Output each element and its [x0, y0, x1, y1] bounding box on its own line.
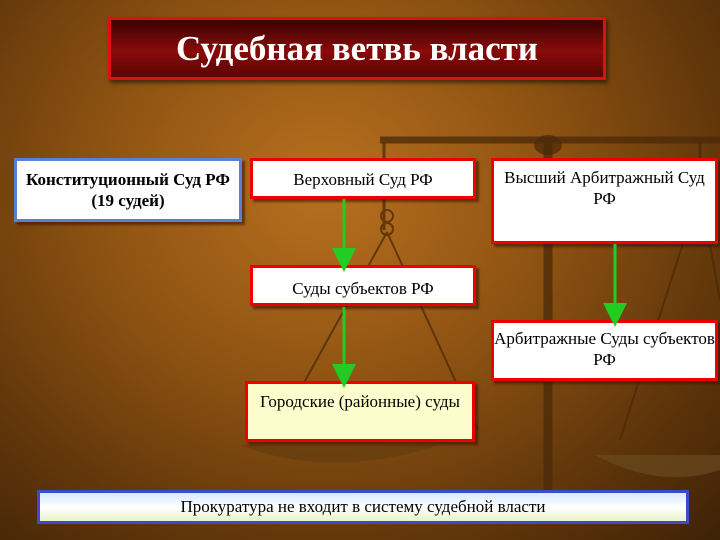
constitutional-court-box: Конституционный Суд РФ (19 судей) [14, 158, 242, 222]
page-title: Судебная ветвь власти [108, 17, 606, 80]
supreme-court-box: Верховный Суд РФ [250, 158, 476, 199]
subject-courts-box: Суды субъектов РФ [250, 265, 476, 306]
city-courts-box: Городские (районные) суды [245, 381, 475, 442]
higher-arbitration-court-box: Высший Арбитражный Суд РФ [491, 158, 718, 244]
prosecution-note-bar: Прокуратура не входит в систему судебной… [37, 490, 689, 524]
arbitration-subject-courts-box: Арбитражные Суды субъектов РФ [491, 320, 718, 381]
